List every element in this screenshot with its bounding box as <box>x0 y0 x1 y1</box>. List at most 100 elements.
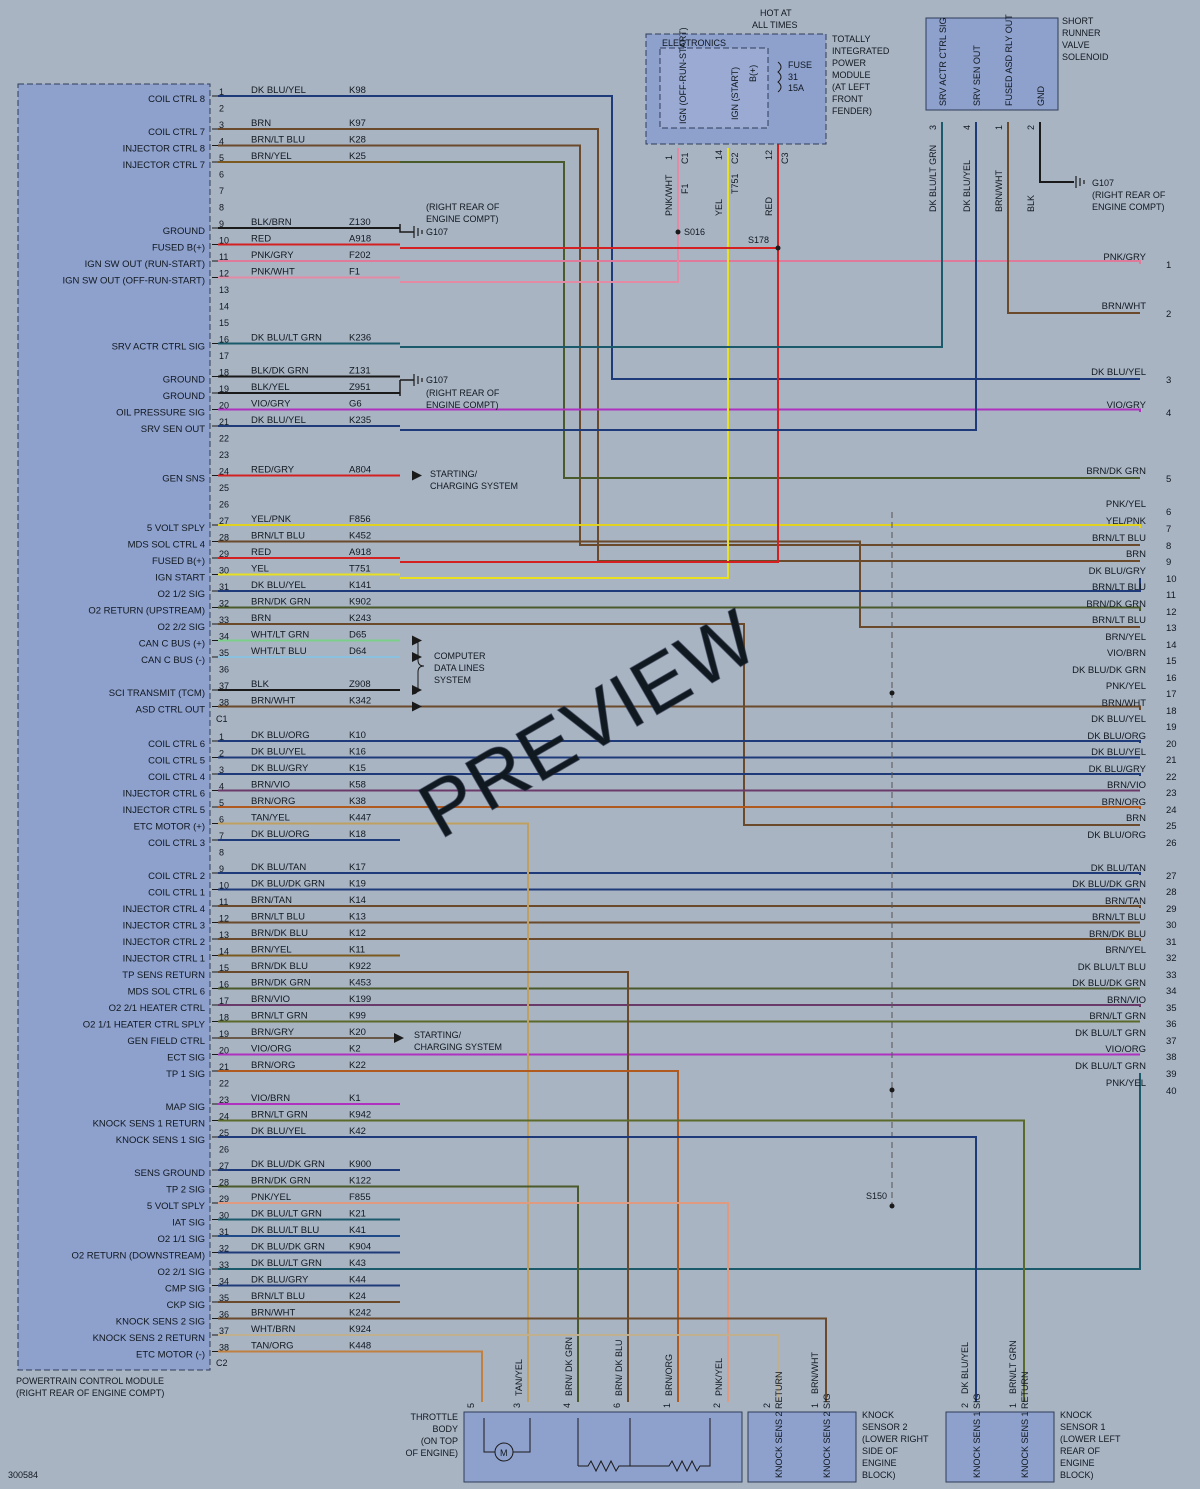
g107-loc-2: ENGINE COMPT) <box>426 214 499 224</box>
c1-pin-37-circuit: Z908 <box>349 679 371 690</box>
throttle-name-line-1: THROTTLE <box>410 1412 458 1422</box>
c1-pin-19-color: BLK/YEL <box>251 382 290 393</box>
c2-pin-2-circuit: K16 <box>349 747 366 758</box>
knock1-pin-2-number: 2 <box>960 1403 970 1408</box>
right-conn-3-color: DK BLU/YEL <box>1091 367 1146 378</box>
right-conn-13-color: BRN/LT BLU <box>1092 615 1146 626</box>
c2-pin-37-circuit: K924 <box>349 1324 371 1335</box>
tipm-pin-12: 12 <box>764 150 774 160</box>
right-conn-17-color: PNK/YEL <box>1106 681 1146 692</box>
lower-wire-1 <box>400 822 529 1402</box>
srv-pin-1-color: BRN/WHT <box>994 170 1004 212</box>
throttle-name-line-3: (ON TOP <box>421 1436 458 1446</box>
c2-pin-1-color: DK BLU/ORG <box>251 730 310 741</box>
knock-sensor-1-box <box>945 1411 1055 1483</box>
tipm-all-times: ALL TIMES <box>752 20 798 30</box>
right-conn-23-color: BRN/VIO <box>1107 780 1146 791</box>
c1-pin-11-label: IGN SW OUT (RUN-START) <box>85 259 205 270</box>
srv-name-line-1: SHORT <box>1062 16 1094 26</box>
right-conn-22-color: DK BLU/GRY <box>1089 764 1147 775</box>
c1-pin-35-label: CAN C BUS (-) <box>141 655 205 666</box>
c2-pin-34-label: CMP SIG <box>165 1284 205 1295</box>
right-conn-29-color: BRN/TAN <box>1105 896 1146 907</box>
c2-pin-22-number: 22 <box>219 1079 229 1089</box>
right-conn-19-color: DK BLU/YEL <box>1091 714 1146 725</box>
g107-loc-1: (RIGHT REAR OF <box>426 202 500 212</box>
c2-pin-1-number: 1 <box>219 732 224 742</box>
c1-pin-29-label: FUSED B(+) <box>152 556 205 567</box>
route-wire-4 <box>400 161 1140 479</box>
knock-sensor-2-box <box>747 1411 857 1483</box>
c2-pin-19-color: BRN/GRY <box>251 1027 295 1038</box>
s150-dot-2 <box>889 1087 895 1093</box>
srv-name-line-4: SOLENOID <box>1062 52 1109 62</box>
pcm-title: POWERTRAIN CONTROL MODULE <box>16 1376 164 1386</box>
c1-pin-31-label: O2 1/2 SIG <box>157 589 205 600</box>
right-conn-37-number: 37 <box>1166 1036 1177 1047</box>
right-conn-6-number: 6 <box>1166 507 1171 518</box>
c2-pin-14-color: BRN/YEL <box>251 945 292 956</box>
knock1-name-line-1: KNOCK <box>1060 1410 1092 1420</box>
c2-pin-13-color: BRN/DK BLU <box>251 928 308 939</box>
right-conn-20-number: 20 <box>1166 739 1177 750</box>
c2-pin-13-label: INJECTOR CTRL 2 <box>123 937 205 948</box>
c1-pin-32-circuit: K902 <box>349 597 371 608</box>
c2-pin-25-number: 25 <box>219 1128 229 1138</box>
right-conn-36-number: 36 <box>1166 1019 1177 1030</box>
c2-pin-31-circuit: K41 <box>349 1225 366 1236</box>
srv-ground-loc-1: (RIGHT REAR OF <box>1092 190 1166 200</box>
right-conn-38-number: 38 <box>1166 1052 1177 1063</box>
c2-pin-15-circuit: K922 <box>349 961 371 972</box>
knock2-name-line-3: (LOWER RIGHT <box>862 1434 929 1444</box>
c2-pin-8-number: 8 <box>219 848 224 858</box>
c2-pin-15-color: BRN/DK BLU <box>251 961 308 972</box>
right-conn-16-number: 16 <box>1166 673 1177 684</box>
tipm-bplus-label: B(+) <box>748 65 758 82</box>
right-conn-37-color: DK BLU/LT GRN <box>1075 1028 1146 1039</box>
c1-pin-24-circuit: A804 <box>349 465 371 476</box>
c1-pin-28-number: 28 <box>219 533 229 543</box>
c1-pin-1-circuit: K98 <box>349 85 366 96</box>
right-conn-33-color: DK BLU/LT BLU <box>1078 962 1146 973</box>
srv-pin-1-number: 1 <box>994 125 1004 130</box>
c1-pin-12-number: 12 <box>219 269 229 279</box>
c1-pin-10-color: RED <box>251 234 271 245</box>
c1-pin-31-circuit: K141 <box>349 580 371 591</box>
knock1-name-line-3: (LOWER LEFT <box>1060 1434 1121 1444</box>
tipm-red-wire <box>400 40 779 563</box>
knock2-pin-1-label: KNOCK SENS 2 SIG <box>822 1393 832 1478</box>
tipm-wire-color-3: RED <box>764 196 774 216</box>
tipm-name-line-5: (AT LEFT <box>832 82 871 92</box>
c1-pin-8-number: 8 <box>219 203 224 213</box>
c2-pin-18-label: O2 1/1 HEATER CTRL SPLY <box>83 1020 206 1031</box>
g107-loc-4: ENGINE COMPT) <box>426 400 499 410</box>
srv-ground-loc-2: ENGINE COMPT) <box>1092 202 1165 212</box>
right-conn-12-number: 12 <box>1166 607 1177 618</box>
c2-pin-30-color: DK BLU/LT GRN <box>251 1209 322 1220</box>
c2-pin-14-label: INJECTOR CTRL 1 <box>123 954 205 965</box>
right-conn-39-color: DK BLU/LT GRN <box>1075 1061 1146 1072</box>
right-conn-24-color: BRN/ORG <box>1102 797 1146 808</box>
c1-pin-6-number: 6 <box>219 170 224 180</box>
c1-pin-20-circuit: G6 <box>349 399 362 410</box>
pcm-subtitle: (RIGHT REAR OF ENGINE COMPT) <box>16 1388 164 1398</box>
c1-pin-32-label: O2 RETURN (UPSTREAM) <box>88 606 205 617</box>
c1-pin-18-number: 18 <box>219 368 229 378</box>
c1-pin-29-circuit: A918 <box>349 547 371 558</box>
c1-pin-20-label: OIL PRESSURE SIG <box>116 408 205 419</box>
knock1-pin-1-label: KNOCK SENS 1 RETURN <box>1020 1371 1030 1478</box>
c2-pin-25-color: DK BLU/YEL <box>251 1126 306 1137</box>
right-conn-16-color: DK BLU/DK GRN <box>1072 665 1146 676</box>
c2-pin-38-label: ETC MOTOR (-) <box>136 1350 205 1361</box>
c2-pin-21-number: 21 <box>219 1062 229 1072</box>
throttle-motor-icon: M <box>483 1418 531 1462</box>
tipm-electronics-label: ELECTRONICS <box>662 38 726 48</box>
c1-pin-10-circuit: A918 <box>349 234 371 245</box>
tipm-wire-circuit-1: F1 <box>680 183 690 194</box>
srv-asd-wire <box>1007 122 1140 314</box>
splice-s150: S150 <box>866 1191 887 1201</box>
c2-pin-7-color: DK BLU/ORG <box>251 829 310 840</box>
